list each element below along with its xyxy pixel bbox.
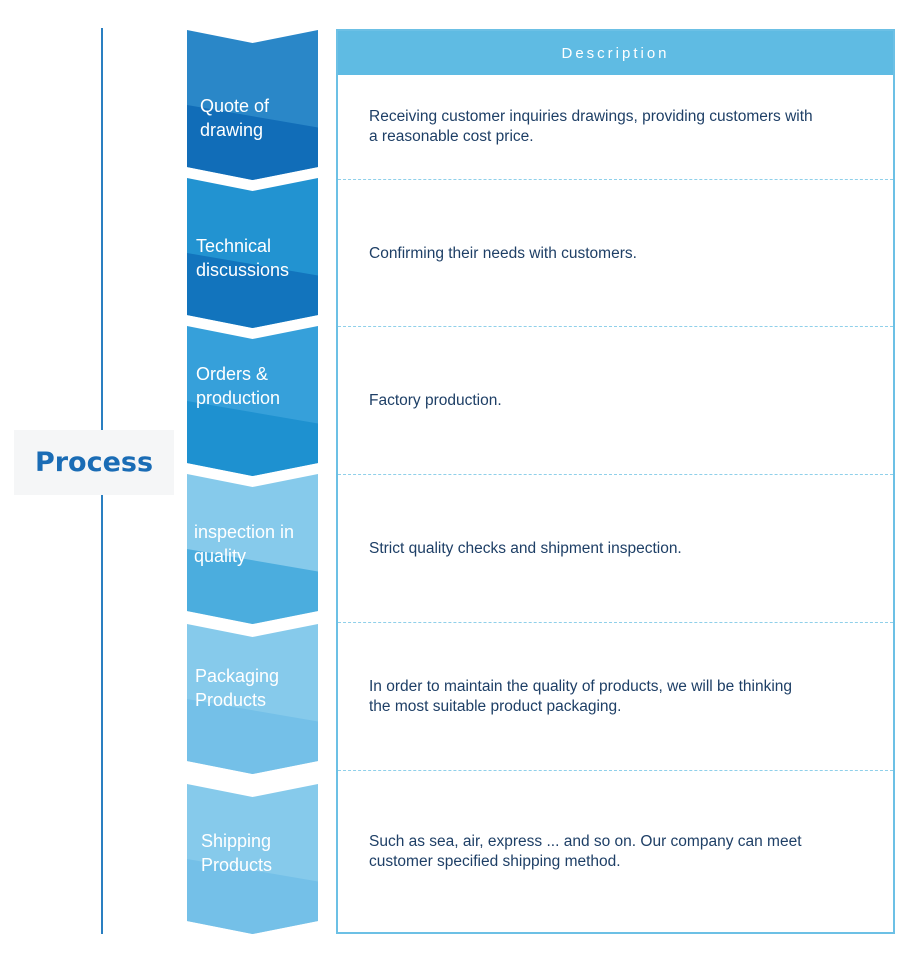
step-title: Shipping Products [201,831,273,875]
chevron-shape [187,326,318,476]
chevron-shape [187,178,318,328]
row-description: Strict quality checks and shipment inspe… [369,540,682,557]
step-title: inspection in quality [194,522,295,566]
table-row: Such as sea, air, express ... and so on.… [338,771,893,932]
table-row: Factory production. [338,327,893,475]
row-description: Receiving customer inquiries drawings, p… [369,108,813,145]
step-chevron-packaging: Packaging Products [187,624,318,774]
chevron-bottom-tone [187,253,318,328]
process-steps: Quote of drawing Technical discussions O… [187,0,318,960]
step-chevron-orders: Orders & production [187,326,318,476]
chevron-bottom-tone [187,859,318,934]
step-title: Quote of drawing [200,96,270,140]
table-row: Strict quality checks and shipment inspe… [338,475,893,623]
table-row: In order to maintain the quality of prod… [338,623,893,771]
step-chevron-quote: Quote of drawing [187,30,318,180]
step-chevron-shipping: Shipping Products [187,784,318,934]
description-table: Description Receiving customer inquiries… [336,29,895,934]
process-label: Process [34,447,154,478]
row-divider [338,474,893,475]
process-label-box: Process [14,430,174,495]
row-divider [338,622,893,623]
table-row: Receiving customer inquiries drawings, p… [338,75,893,179]
chevron-bottom-tone [187,105,318,180]
chevron-shape [187,784,318,934]
step-title: Packaging Products [195,666,280,710]
chevron-shape [187,624,318,774]
step-title: Orders & production [196,364,281,408]
chevron-bottom-tone [187,699,318,774]
table-row: Confirming their needs with customers. [338,180,893,327]
step-chevron-inspection: inspection in quality [187,474,318,624]
row-divider [338,770,893,771]
chevron-bottom-tone [187,549,318,624]
step-chevron-technical: Technical discussions [187,178,318,328]
row-description: Factory production. [369,392,502,409]
step-title: Technical discussions [196,236,290,280]
row-description: Such as sea, air, express ... and so on.… [369,832,802,870]
chevron-bottom-tone [187,401,318,476]
row-divider [338,326,893,327]
row-description: In order to maintain the quality of prod… [369,678,793,715]
row-divider [338,179,893,180]
table-header: Description [338,31,893,75]
chevron-shape [187,474,318,624]
row-description: Confirming their needs with customers. [369,244,637,262]
table-header-label: Description [561,44,670,62]
chevron-shape [187,30,318,180]
